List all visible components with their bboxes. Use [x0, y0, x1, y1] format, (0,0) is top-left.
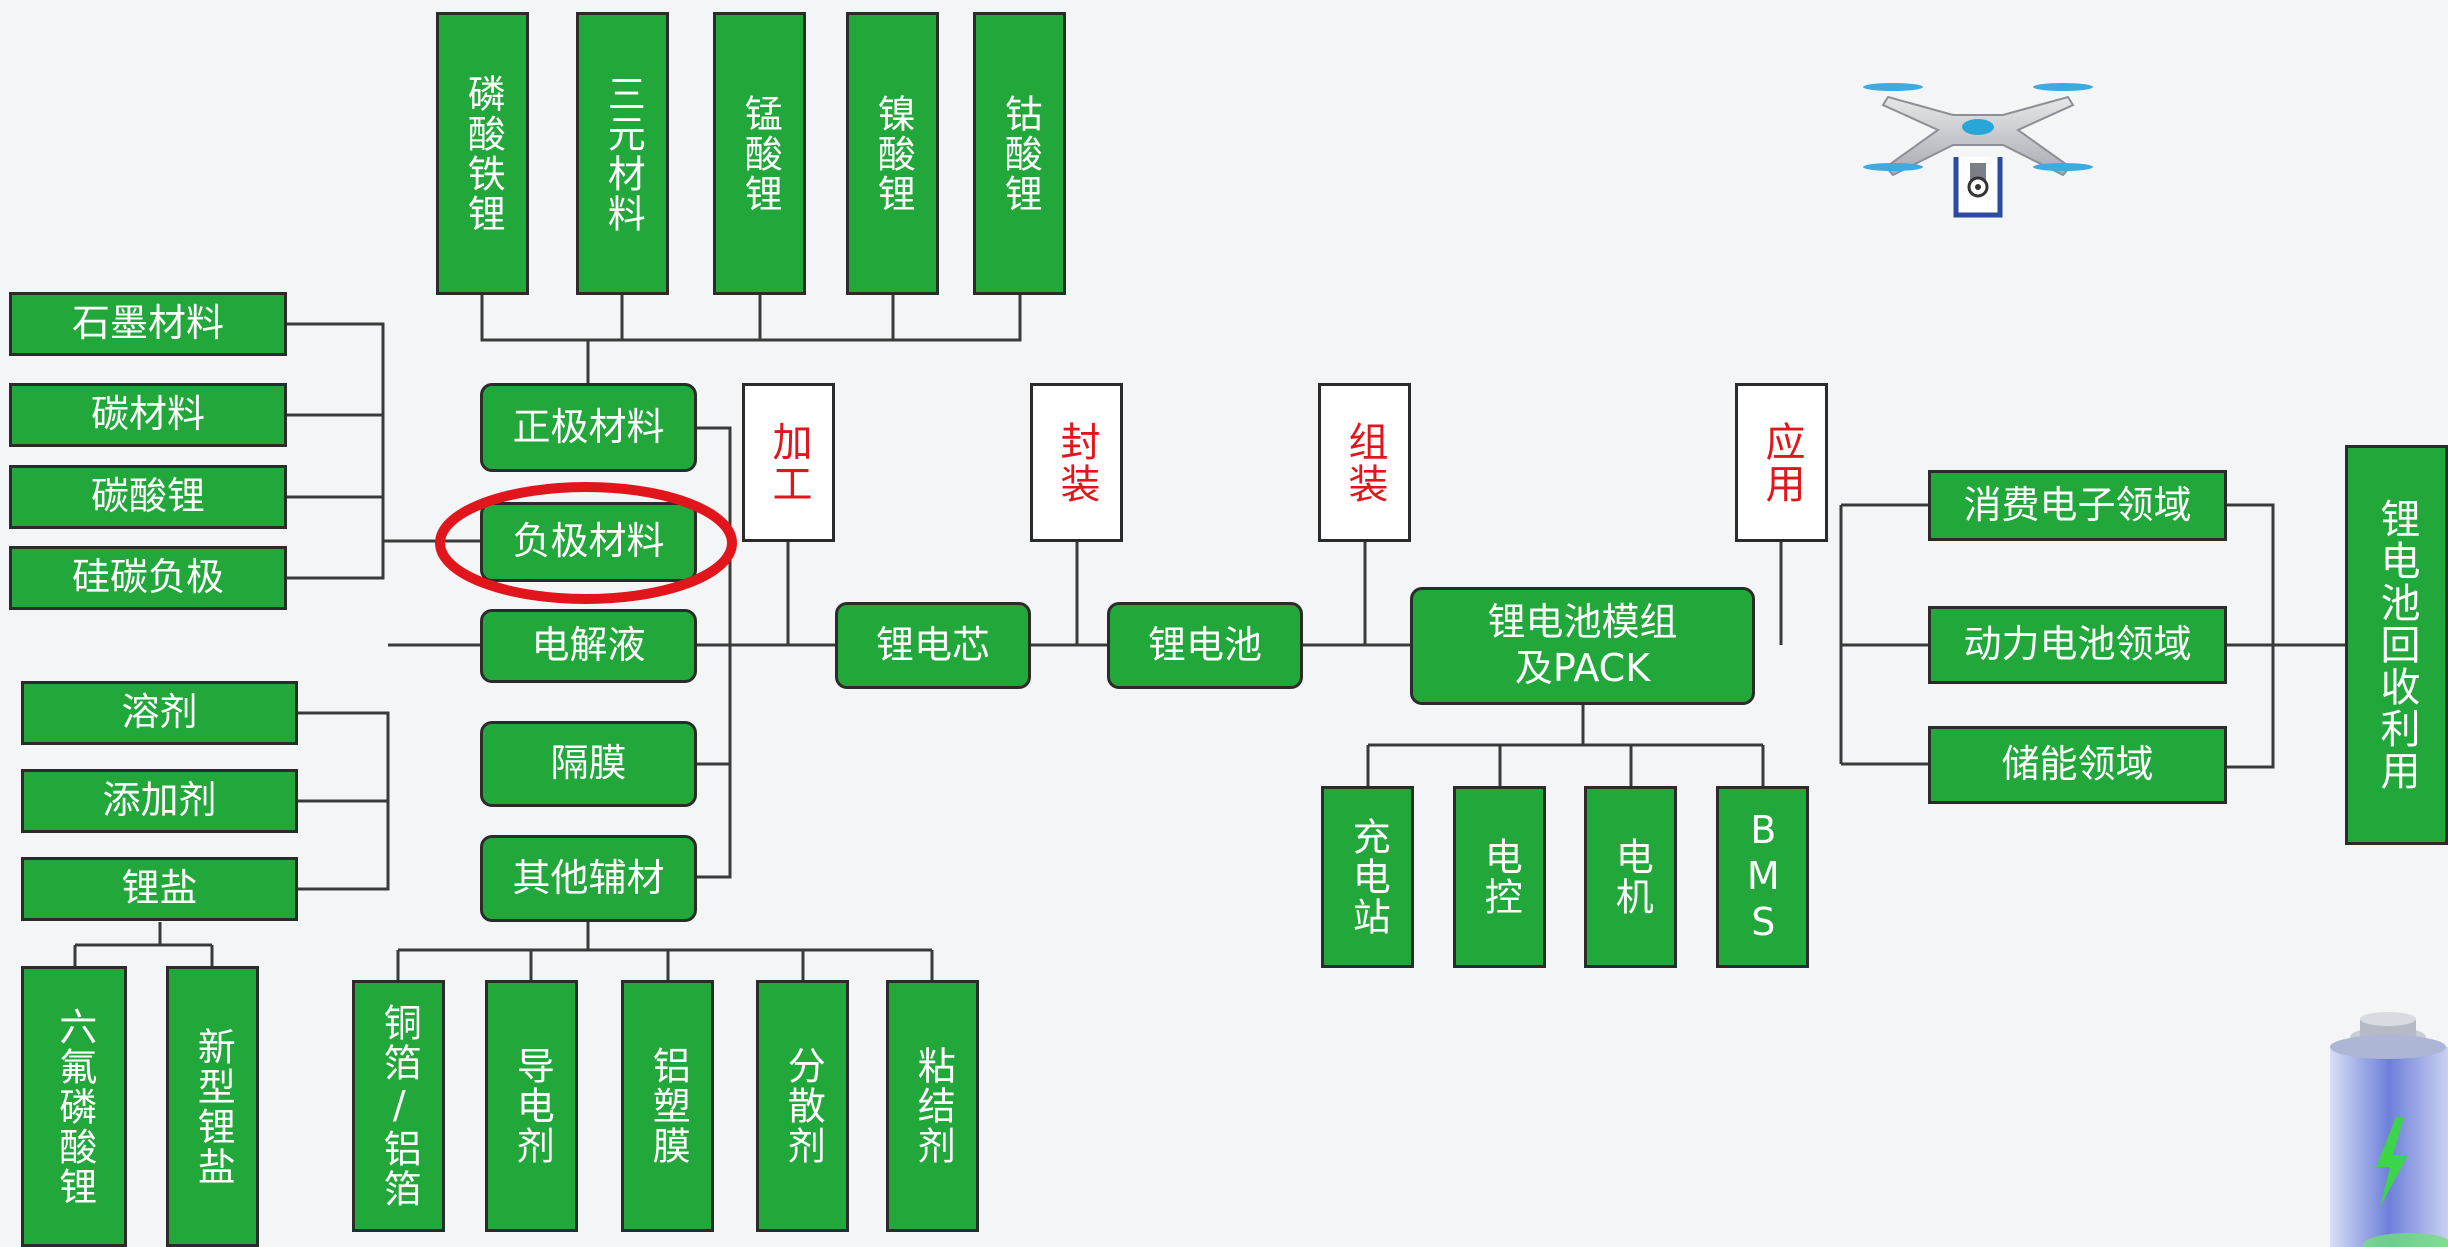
- lithium-salt-novel: 新型锂盐: [166, 966, 259, 1247]
- application-consumer-electronics: 消费电子领域: [1928, 470, 2227, 541]
- center-auxiliary-material: 其他辅材: [480, 835, 697, 922]
- auxiliary-aluminum-plastic-film: 铝塑膜: [621, 980, 714, 1232]
- electrolyte-solvent: 溶剂: [21, 681, 298, 745]
- anode-material-lithium-carbonate: 碳酸锂: [9, 465, 287, 529]
- chain-lithium-battery: 锂电池: [1107, 602, 1303, 689]
- cathode-material-lno: 镍酸锂: [846, 12, 939, 295]
- anode-material-graphite: 石墨材料: [9, 292, 287, 356]
- module-part-motor: 电机: [1584, 786, 1677, 968]
- process-label-application: 应用: [1735, 383, 1828, 542]
- chain-module-pack: 锂电池模组及PACK: [1410, 587, 1755, 705]
- application-power-battery: 动力电池领域: [1928, 606, 2227, 684]
- anode-material-silicon-carbon: 硅碳负极: [9, 546, 287, 610]
- process-label-processing: 加工: [742, 383, 835, 542]
- drone-icon: [1863, 83, 2093, 218]
- auxiliary-dispersant: 分散剂: [756, 980, 849, 1232]
- auxiliary-binder: 粘结剂: [886, 980, 979, 1232]
- electrolyte-additive: 添加剂: [21, 769, 298, 833]
- process-label-assembly: 组装: [1318, 383, 1411, 542]
- application-energy-storage: 储能领域: [1928, 726, 2227, 804]
- module-part-charging-station: 充电站: [1321, 786, 1414, 968]
- battery-icon: [2330, 1012, 2448, 1247]
- chain-battery-cell: 锂电芯: [835, 602, 1031, 689]
- cathode-material-ternary: 三元材料: [576, 12, 669, 295]
- center-separator: 隔膜: [480, 721, 697, 807]
- module-part-bms: BMS: [1716, 786, 1809, 968]
- center-anode-material: 负极材料: [480, 502, 697, 582]
- cathode-material-lco: 钴酸锂: [973, 12, 1066, 295]
- auxiliary-copper-aluminum-foil: 铜箔/铝箔: [352, 980, 445, 1232]
- process-label-packaging: 封装: [1030, 383, 1123, 542]
- center-electrolyte: 电解液: [480, 609, 697, 683]
- auxiliary-conductive-agent: 导电剂: [485, 980, 578, 1232]
- center-cathode-material: 正极材料: [480, 383, 697, 472]
- module-part-electronic-control: 电控: [1453, 786, 1546, 968]
- electrolyte-lithium-salt: 锂盐: [21, 857, 298, 921]
- cathode-material-lmo: 锰酸锂: [713, 12, 806, 295]
- recycling-box: 锂电池回收利用: [2345, 445, 2448, 845]
- lithium-salt-lipf6: 六氟磷酸锂: [21, 966, 127, 1247]
- anode-material-carbon: 碳材料: [9, 383, 287, 447]
- cathode-material-lfp: 磷酸铁锂: [436, 12, 529, 295]
